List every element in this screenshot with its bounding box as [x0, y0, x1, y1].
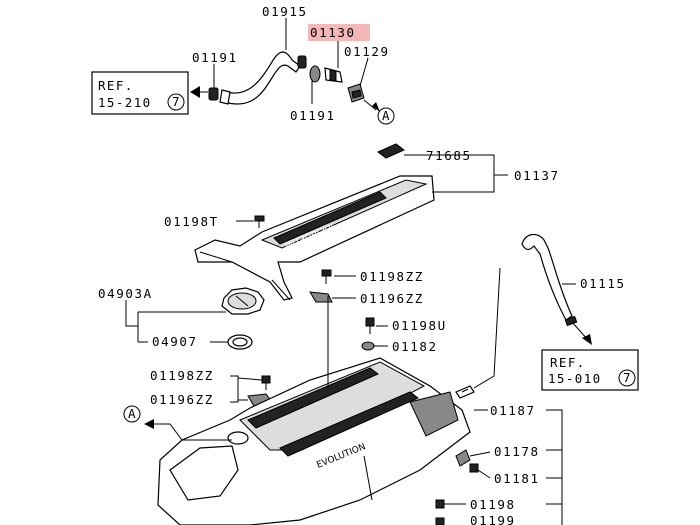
hose-clamp-01115 — [564, 315, 578, 327]
ref2-title: REF. — [550, 355, 586, 370]
breather-hose[interactable] — [223, 51, 301, 105]
bolt-01198-lower[interactable] — [435, 499, 445, 509]
label-01181[interactable]: 01181 — [494, 471, 540, 486]
ref-box-15-010[interactable]: REF. 15-010 7 — [541, 349, 639, 391]
label-01196ZZ-lower[interactable]: 01196ZZ — [150, 392, 214, 407]
head-front-bulge — [169, 445, 239, 501]
pcv-valve-nut — [329, 69, 337, 82]
breather-hose-assembly — [208, 51, 365, 105]
oil-cap-gasket-inner — [232, 337, 248, 347]
leader-lines — [125, 18, 592, 525]
label-04907[interactable]: 04907 — [152, 334, 198, 349]
marker-a-top-text: A — [382, 108, 391, 123]
label-04903A[interactable]: 04903A — [98, 286, 153, 301]
a-top-arrow-head — [372, 102, 380, 112]
plug-thread — [351, 89, 362, 99]
label-01178[interactable]: 01178 — [494, 444, 540, 459]
washer-01182[interactable] — [361, 341, 375, 351]
marker-a-left[interactable]: A — [123, 405, 141, 423]
label-01196ZZ-upper[interactable]: 01196ZZ — [360, 291, 424, 306]
bolt-01198U[interactable] — [365, 317, 375, 334]
head-rear-bracket — [409, 391, 459, 437]
head-cam-rail-right — [279, 391, 419, 457]
oil-filler-cap[interactable] — [221, 287, 265, 315]
head-oil-port — [227, 431, 249, 445]
bolt-01198ZZ-upper[interactable] — [321, 269, 332, 284]
label-01187[interactable]: 01187 — [490, 403, 536, 418]
marker-a-top[interactable]: A — [377, 107, 395, 125]
stud-01187[interactable] — [455, 385, 475, 399]
label-01191-lower[interactable]: 01191 — [290, 108, 336, 123]
nameplate-71685[interactable] — [377, 143, 405, 159]
rocker-cover-top[interactable]: MITSUBISHI — [194, 143, 435, 301]
label-01198U[interactable]: 01198U — [392, 318, 447, 333]
label-01199[interactable]: 01199 — [470, 513, 516, 525]
ref2-arrow-head — [582, 334, 592, 345]
bolt-01181[interactable] — [469, 463, 479, 473]
head-cam-rail-left — [247, 367, 379, 429]
label-01130[interactable]: 01130 — [310, 25, 356, 40]
label-01137[interactable]: 01137 — [514, 168, 560, 183]
clip-01178[interactable] — [455, 449, 471, 467]
part-labels: 01915 01130 01129 01191 01191 71685 0113… — [98, 4, 626, 525]
bracket-01196ZZ-upper[interactable] — [309, 291, 333, 303]
ref2-page: 15-010 — [548, 371, 602, 386]
label-01130-highlight — [308, 24, 370, 41]
label-01191-upper[interactable]: 01191 — [192, 50, 238, 65]
marker-a-left-text: A — [128, 406, 137, 421]
grommet-01130[interactable] — [309, 65, 321, 83]
label-01129[interactable]: 01129 — [344, 44, 390, 59]
clamp-01191-left[interactable] — [208, 87, 219, 101]
cover-logo-band — [273, 191, 387, 245]
label-01915[interactable]: 01915 — [262, 4, 308, 19]
label-71685[interactable]: 71685 — [426, 148, 472, 163]
label-01198[interactable]: 01198 — [470, 497, 516, 512]
ref1-circle-num: 7 — [172, 94, 181, 109]
ref1-arrow-head — [190, 86, 200, 98]
ref-box-15-210[interactable]: REF. 15-210 7 — [91, 71, 189, 115]
ref1-page: 15-210 — [98, 95, 152, 110]
hose-end-left — [219, 89, 231, 105]
bolt-01198ZZ-lower[interactable] — [261, 375, 271, 390]
ref2-circle-num: 7 — [623, 370, 632, 385]
clamp-01191-right[interactable] — [297, 55, 307, 69]
label-01198T[interactable]: 01198T — [164, 214, 219, 229]
breather-hose-01115[interactable] — [521, 233, 573, 321]
label-01198ZZ-lower[interactable]: 01198ZZ — [150, 368, 214, 383]
rocker-cover-assembly[interactable]: EVOLUTION — [157, 357, 479, 525]
label-01182[interactable]: 01182 — [392, 339, 438, 354]
label-01115[interactable]: 01115 — [580, 276, 626, 291]
a-left-arrow-head — [144, 419, 154, 429]
bolt-01198T[interactable] — [254, 215, 265, 228]
ref1-title: REF. — [98, 78, 134, 93]
bolt-01199[interactable] — [435, 517, 445, 525]
label-01198ZZ-upper[interactable]: 01198ZZ — [360, 269, 424, 284]
